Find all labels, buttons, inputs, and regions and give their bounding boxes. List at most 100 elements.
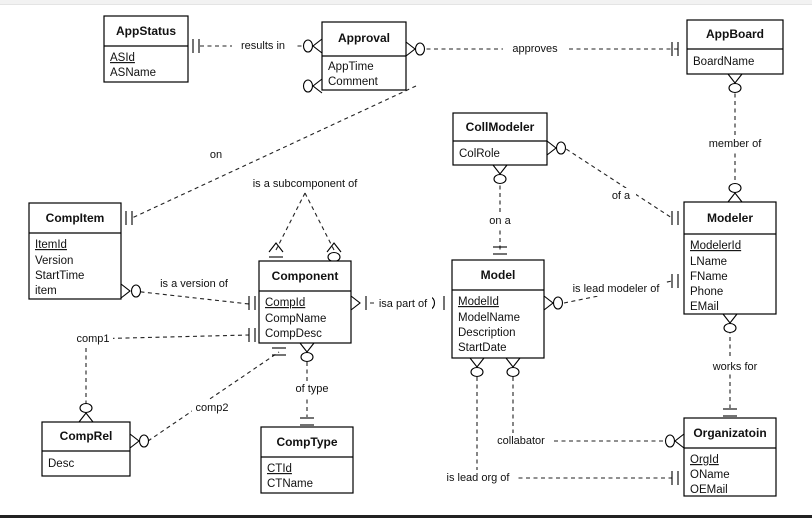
rel-label-text: approves xyxy=(512,43,558,55)
entity-attribute: StartDate xyxy=(458,342,507,354)
rel-label-is-a-version-of: is a version of xyxy=(152,276,236,291)
marker-component-right xyxy=(350,295,367,311)
entity-attribute: EMail xyxy=(690,301,719,313)
marker-zero-many-collmodeler-bottom xyxy=(492,164,508,185)
entity-attribute: Phone xyxy=(690,286,723,298)
entity-attribute: ModelId xyxy=(458,296,499,308)
marker-one-one-organizatoin-left xyxy=(671,471,679,485)
entity-title: Organizatoin xyxy=(693,426,766,440)
entity-title: CompType xyxy=(276,435,337,449)
entity-compitem[interactable]: CompItem ItemId Version StartTime item xyxy=(28,202,122,300)
rel-label-text: works for xyxy=(712,361,758,373)
entity-component[interactable]: Component CompId CompName CompDesc xyxy=(258,260,352,344)
link-of-a xyxy=(559,144,673,219)
rel-label-comp2: comp2 xyxy=(192,400,232,415)
entity-attribute: BoardName xyxy=(693,56,754,68)
rel-label-text: member of xyxy=(709,138,763,150)
rel-label-text: is a subcomponent of xyxy=(253,178,359,190)
rel-label-comp1: comp1 xyxy=(73,331,113,346)
entity-appboard[interactable]: AppBoard BoardName xyxy=(686,19,784,75)
entity-attribute: ItemId xyxy=(35,239,67,251)
rel-label-text: results in xyxy=(241,40,285,52)
entity-attribute: FName xyxy=(690,271,728,283)
entity-organizatoin[interactable]: Organizatoin OrgId OName OEMail xyxy=(683,417,777,497)
entity-attribute: ModelerId xyxy=(690,240,741,252)
entity-modeler[interactable]: Modeler ModelerId LName FName Phone EMai… xyxy=(683,201,777,315)
top-band xyxy=(0,0,812,5)
entity-approval[interactable]: Approval AppTime Comment xyxy=(321,21,407,91)
rel-label-text: comp1 xyxy=(76,333,109,345)
connector-lines xyxy=(85,45,736,479)
rel-label-member-of: member of xyxy=(702,136,768,151)
marker-one-one-modeler-lower xyxy=(671,274,679,288)
entity-attribute: OrgId xyxy=(690,454,719,466)
entity-attribute: ASName xyxy=(110,67,156,79)
marker-zero-many-approval-right xyxy=(405,41,426,57)
marker-one-one-component-left-lower xyxy=(248,328,256,342)
rel-label-text: is a version of xyxy=(160,278,229,290)
entity-comptype[interactable]: CompType CTId CTName xyxy=(260,426,354,494)
rel-label-works-for: works for xyxy=(705,359,765,374)
entity-title: AppStatus xyxy=(116,24,176,38)
marker-zero-many-modeler-bottom xyxy=(722,313,738,334)
entity-model[interactable]: Model ModelId ModelName Description Star… xyxy=(451,259,545,359)
entity-collmodeler[interactable]: CollModeler ColRole xyxy=(452,112,548,166)
entity-attribute: ColRole xyxy=(459,148,500,160)
rel-label-of-a: of a xyxy=(606,188,636,203)
marker-one-one-appboard xyxy=(671,42,679,56)
entity-attribute: CompName xyxy=(265,313,326,325)
entity-title: Model xyxy=(481,268,516,282)
marker-one-many-component-bottomleft xyxy=(272,347,286,356)
marker-one-many-component-topleft xyxy=(268,242,284,258)
entity-attribute: StartTime xyxy=(35,270,84,282)
marker-zero-many-appboard-bottom xyxy=(727,73,743,94)
rel-label-of-type: of type xyxy=(290,381,334,396)
entity-attribute: CompId xyxy=(265,297,305,309)
rel-label-on: on xyxy=(203,147,229,162)
marker-one-one-component-left-upper xyxy=(248,296,256,310)
rel-label-on-a: on a xyxy=(485,213,515,228)
entity-title: Approval xyxy=(338,31,390,45)
entity-comprel[interactable]: CompRel Desc xyxy=(41,421,131,477)
link-is-lead-org-of xyxy=(476,377,674,479)
rel-label-text: comp2 xyxy=(195,402,228,414)
marker-zero-many-organizatoin-left xyxy=(664,433,685,449)
entity-attribute: item xyxy=(35,285,57,297)
marker-zero-many-model-right xyxy=(543,295,564,311)
rel-label-results-in: results in xyxy=(232,38,294,53)
entity-attribute: OEMail xyxy=(690,484,728,496)
link-is-a-version-of xyxy=(132,290,250,305)
rel-label-is-lead-org-of: is lead org of xyxy=(439,470,517,485)
entity-attribute: CTName xyxy=(267,478,313,490)
rel-label-text: is lead org of xyxy=(447,472,511,484)
link-subcomponent-left xyxy=(275,192,306,251)
rel-label-is-a-subcomponent-of: is a subcomponent of xyxy=(248,176,362,191)
link-comp2 xyxy=(147,351,280,442)
relationship-labels: results in approves on member of of a on… xyxy=(73,38,768,485)
marker-zero-many-collmodeler-right xyxy=(546,140,567,156)
marker-zero-many-component-topright xyxy=(326,242,342,263)
marker-zero-many-approval-top xyxy=(302,38,323,54)
rel-label-text: isa part of xyxy=(379,298,428,310)
rel-label-approves: approves xyxy=(503,41,567,56)
rel-label-text: is lead modeler of xyxy=(573,283,661,295)
rel-label-collabator: collabator xyxy=(490,433,552,448)
marker-zero-many-compitem xyxy=(120,283,142,299)
entity-attribute: OName xyxy=(690,469,730,481)
entity-attribute: Version xyxy=(35,255,73,267)
cardinality-markers xyxy=(78,38,743,485)
entity-attribute: ASId xyxy=(110,52,135,64)
marker-one-one-appstatus xyxy=(192,39,200,53)
entity-title: AppBoard xyxy=(706,27,764,41)
link-collabator xyxy=(512,377,674,442)
entity-appstatus[interactable]: AppStatus ASId ASName xyxy=(103,15,189,83)
bottom-rule xyxy=(0,515,812,518)
link-comp1 xyxy=(85,334,250,412)
link-subcomponent-right xyxy=(304,192,335,251)
entity-attribute: Description xyxy=(458,327,516,339)
marker-zero-many-approval-lower xyxy=(302,78,323,94)
rel-label-text: collabator xyxy=(497,435,545,447)
marker-zero-many-model-bottomright xyxy=(505,357,521,378)
